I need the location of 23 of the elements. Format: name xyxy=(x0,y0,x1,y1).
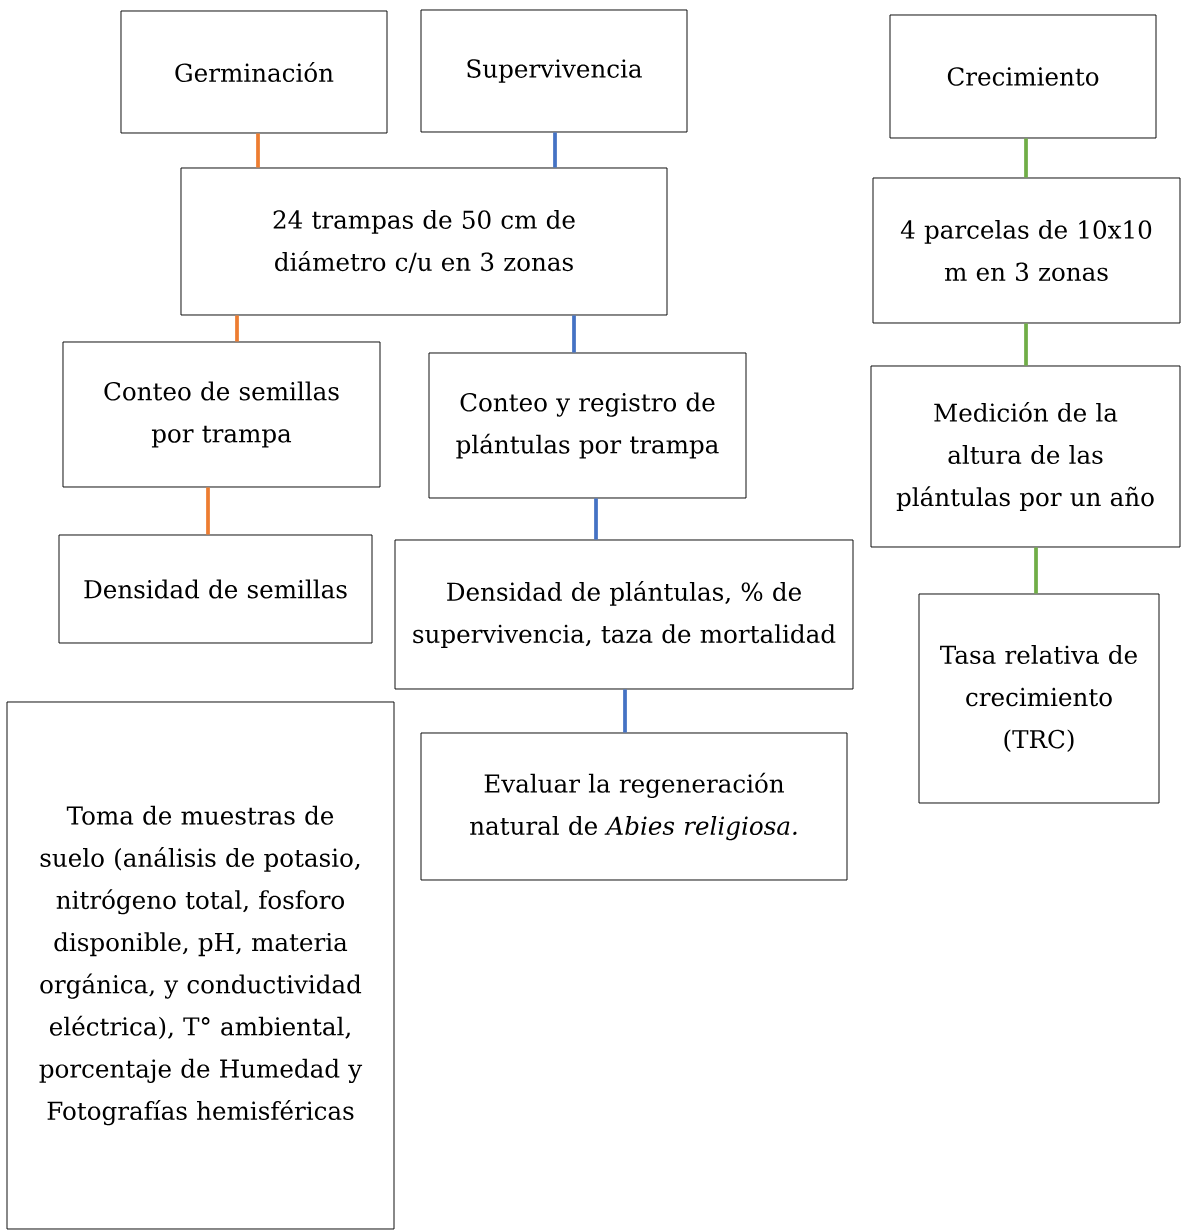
connector-line xyxy=(206,487,210,535)
process-box: Densidad de semillas xyxy=(58,534,373,644)
connector-line xyxy=(594,498,598,540)
connector-line xyxy=(235,315,239,342)
connector-line xyxy=(623,689,627,733)
process-box: 4 parcelas de 10x10 m en 3 zonas xyxy=(872,177,1181,324)
connector-line xyxy=(1034,547,1038,594)
process-box: Conteo y registro de plántulas por trampa xyxy=(428,352,747,499)
process-box: Crecimiento xyxy=(889,14,1157,139)
connector-line xyxy=(553,132,557,168)
connector-line xyxy=(572,315,576,353)
process-box: Medición de la altura de las plántulas por un año xyxy=(870,365,1181,548)
process-box: Germinación xyxy=(120,10,388,134)
connector-line xyxy=(1024,138,1028,178)
process-box: 24 trampas de 50 cm de diámetro c/u en 3 zonas xyxy=(180,167,668,316)
process-box: Toma de muestras de suelo (análisis de potasio, nitrógeno total, fosforo disponible, pH, materia orgánica, y conductividad eléctrica), T° ambiental, porcentaje de Humedad y Fotografías hemisféricas xyxy=(6,701,395,1230)
process-box: Evaluar la regeneración natural de Abies religiosa. xyxy=(420,732,848,881)
connector-line xyxy=(256,133,260,168)
connector-line xyxy=(1024,323,1028,366)
process-box: Conteo de semillas por trampa xyxy=(62,341,381,488)
process-box: Supervivencia xyxy=(420,9,688,133)
process-box: Densidad de plántulas, % de supervivencia, taza de mortalidad xyxy=(394,539,854,690)
process-box: Tasa relativa de crecimiento (TRC) xyxy=(918,593,1160,804)
